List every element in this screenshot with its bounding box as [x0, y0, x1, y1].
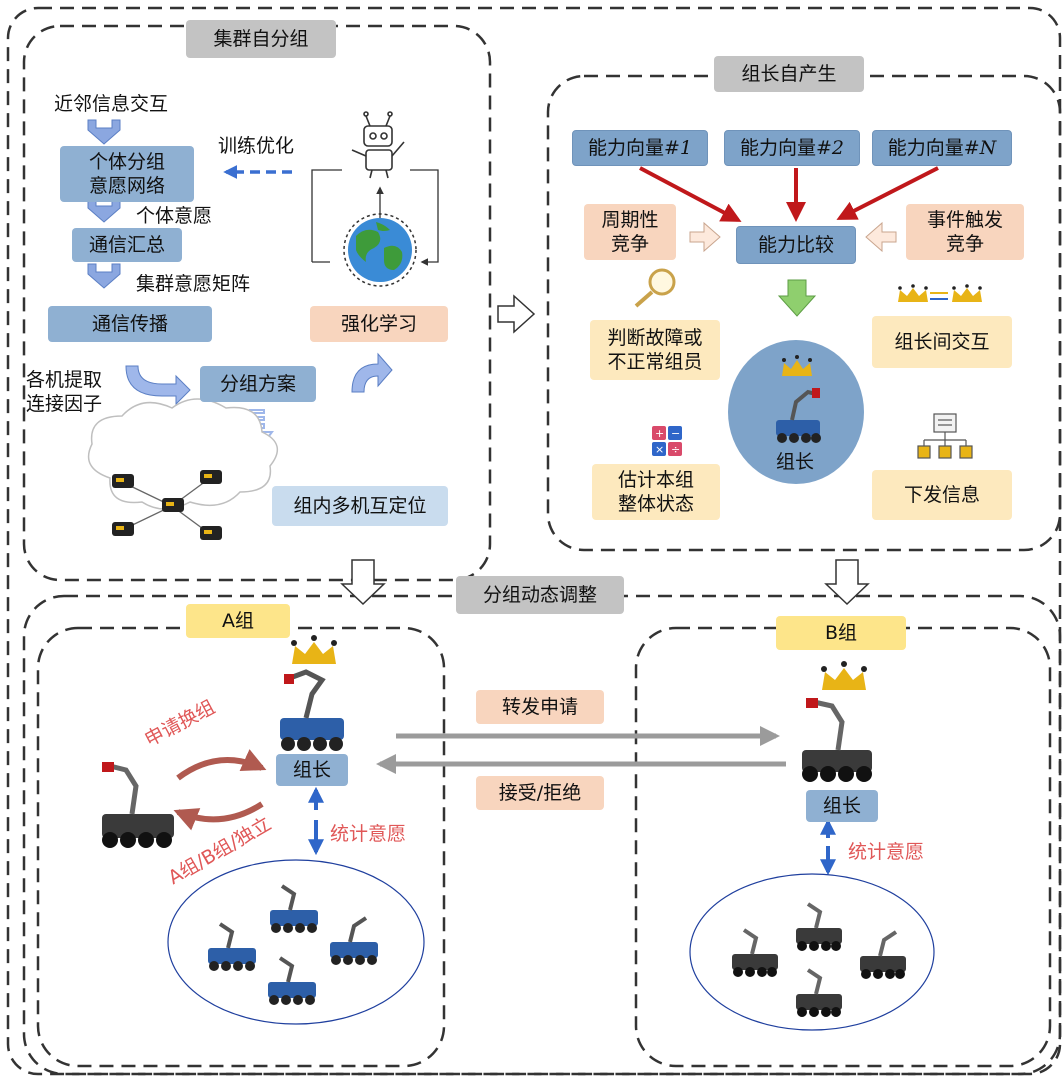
label-group-a: A组: [186, 604, 290, 638]
robot-blue-leader-a: [280, 669, 344, 751]
box-periodic-competition: 周期性 竞争: [584, 204, 676, 260]
label-neighbor-exchange: 近邻信息交互: [54, 93, 169, 115]
label-extract-factor: 各机提取 连接因子: [26, 369, 103, 415]
box-comm-broadcast: 通信传播: [48, 306, 212, 342]
box-capability-vector-1: 能力向量#1: [572, 130, 708, 166]
section-label-leader-election: 组长自产生: [714, 56, 864, 92]
vec1-prefix: 能力向量#: [587, 137, 680, 159]
self-grouping-frame: [22, 24, 492, 582]
crown-icon: [291, 635, 337, 664]
crown-icon: [821, 661, 867, 690]
box-intent-network: 个体分组 意愿网络: [60, 146, 194, 202]
label-forward-request: 转发申请: [476, 690, 604, 724]
box-leader-a: 组长: [276, 754, 348, 786]
panel-arrow-down-right: [824, 559, 870, 606]
box-dispatch-info: 下发信息: [872, 470, 1012, 520]
box-fault-detect: 判断故障或 不正常组员: [590, 320, 720, 380]
svg-text:×: ×: [655, 443, 664, 456]
box-comm-aggregate: 通信汇总: [72, 228, 182, 262]
panel-arrow-down-left: [340, 559, 386, 606]
svg-text:−: −: [671, 427, 680, 440]
crown-icon: [782, 355, 812, 376]
vecN-suffix: N: [979, 137, 997, 159]
label-individual-intent: 个体意愿: [136, 205, 213, 227]
section-label-self-grouping: 集群自分组: [186, 20, 336, 58]
box-leader-exchange: 组长间交互: [872, 316, 1012, 368]
calculator-icon: + − × ÷: [652, 426, 682, 456]
box-capability-compare: 能力比较: [736, 226, 856, 264]
magnifier-icon: [634, 268, 676, 308]
group-b-members: [689, 873, 935, 1031]
ai-robot-icon: [351, 111, 405, 179]
box-co-localization: 组内多机互定位: [272, 486, 448, 526]
box-event-competition: 事件触发 竞争: [906, 204, 1024, 260]
group-a-members: [167, 859, 425, 1025]
vecN-prefix: 能力向量#: [887, 137, 980, 159]
outer-frame: [6, 6, 1062, 1076]
box-capability-vector-n: 能力向量#N: [872, 130, 1012, 166]
globe-icon: [343, 213, 417, 287]
label-leader: 组长: [776, 451, 815, 473]
section-label-dynamic-adjust: 分组动态调整: [456, 576, 624, 614]
box-estimate-state: 估计本组 整体状态: [592, 464, 720, 520]
robot-blue-member: [208, 884, 378, 1005]
robot-gray-leader-b: [802, 698, 872, 782]
dispatch-icon: [917, 413, 973, 459]
box-capability-vector-2: 能力向量#2: [724, 130, 860, 166]
box-group-plan: 分组方案: [200, 366, 316, 402]
label-accept-reject: 接受/拒绝: [476, 776, 604, 810]
label-stat-intent-a: 统计意愿: [330, 823, 407, 845]
robot-blue-leader-right-panel: [776, 388, 821, 443]
robot-gray-member: [732, 902, 906, 1017]
label-group-b: B组: [776, 616, 906, 650]
leader-circle: [728, 340, 864, 484]
label-swarm-matrix: 集群意愿矩阵: [136, 273, 251, 295]
vec2-suffix: 2: [831, 137, 844, 159]
vec2-prefix: 能力向量#: [739, 137, 832, 159]
label-train-optimize: 训练优化: [218, 135, 295, 157]
co-localization-cloud: [87, 398, 279, 540]
box-reinforcement-learning: 强化学习: [310, 306, 448, 342]
svg-text:÷: ÷: [671, 443, 680, 456]
leader-exchange-icon: [898, 284, 982, 302]
panel-arrow-right: [497, 294, 536, 334]
label-stat-intent-b: 统计意愿: [848, 841, 925, 863]
robot-gray-applicant: [102, 762, 174, 848]
dynamic-adjust-frame: [22, 594, 1062, 1076]
box-leader-b: 组长: [806, 790, 878, 822]
vec1-suffix: 1: [679, 137, 692, 159]
svg-text:+: +: [655, 427, 664, 440]
